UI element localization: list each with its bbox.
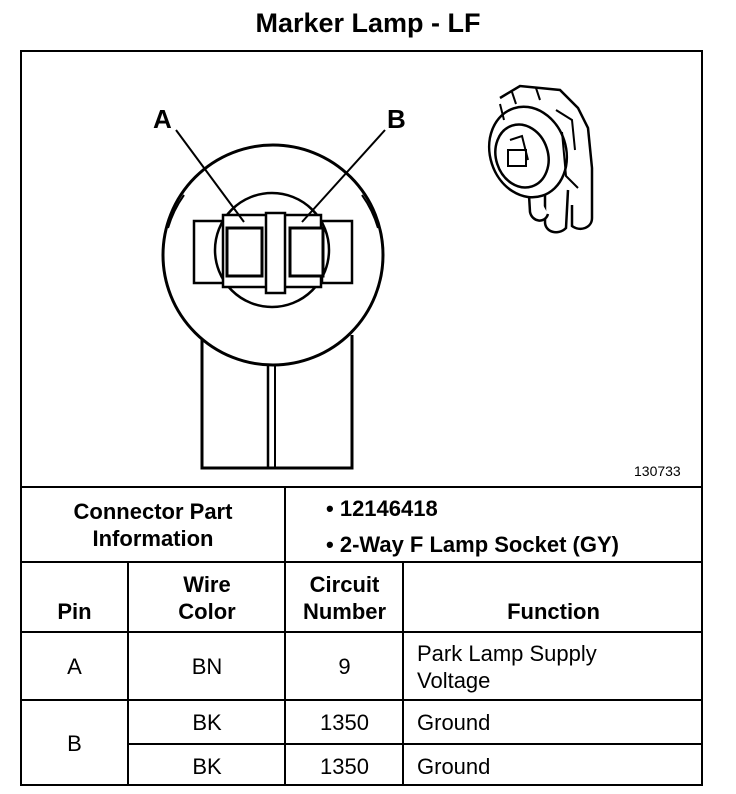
row-a-pin: A — [67, 654, 82, 679]
connector-description: • 2-Way F Lamp Socket (GY) — [326, 532, 619, 557]
header-pin: Pin — [57, 599, 92, 624]
pin-label-b: B — [387, 104, 406, 134]
row-a-wire-color: BN — [191, 654, 223, 679]
terminal-b — [288, 226, 325, 278]
connector-info-label: Connector Part Information — [73, 499, 233, 551]
connector-face — [161, 143, 385, 470]
row-b2-function: Ground — [417, 753, 491, 779]
row-b2-circuit: 1350 — [320, 753, 369, 779]
header-function: Function — [507, 599, 600, 624]
row-b1-circuit: 1350 — [320, 710, 369, 735]
part-number-text: 12146418 — [339, 496, 438, 521]
connector-body — [200, 335, 354, 470]
diagram-frame — [20, 50, 703, 786]
pin-a-leader — [175, 129, 245, 223]
row-a-circuit: 9 — [338, 654, 351, 679]
part-description-text: 2-Way F Lamp Socket (GY) — [339, 532, 619, 557]
center-rib — [264, 211, 287, 295]
header-circuit-number: Circuit Number — [302, 571, 387, 624]
row-b1-wire-color: BK — [192, 710, 222, 735]
diagram-title: Marker Lamp - LF — [255, 8, 481, 38]
figure-reference-number: 130733 — [634, 463, 681, 479]
row-b-pin: B — [67, 731, 82, 756]
header-wire-color: Wire Color — [178, 571, 236, 624]
table-grid — [20, 486, 703, 786]
row-b1-function: Ground — [417, 710, 491, 735]
row-b2-wire-color: BK — [192, 753, 222, 779]
pin-b-leader — [301, 129, 386, 223]
connector-part-number: • 12146418 — [326, 496, 438, 521]
lamp-socket-illustration — [487, 84, 594, 234]
terminal-a — [225, 226, 264, 278]
row-a-function: Park Lamp Supply Voltage — [417, 640, 597, 693]
pin-label-a: A — [153, 104, 172, 134]
